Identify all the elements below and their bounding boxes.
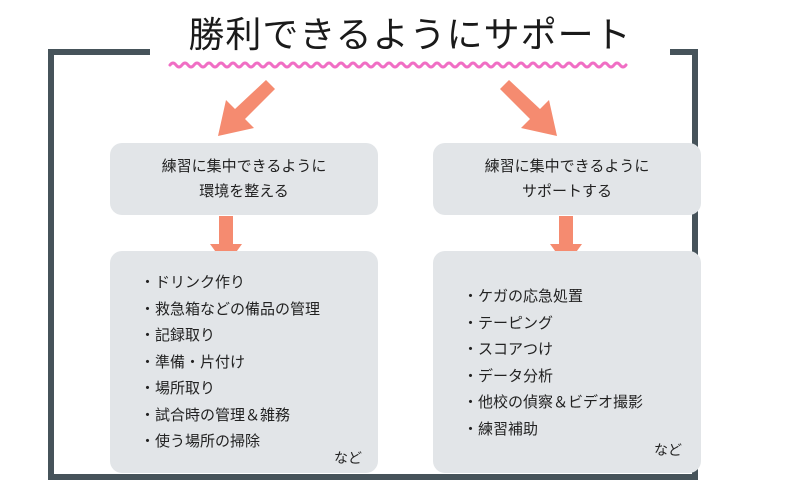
arrow-down-left	[218, 80, 275, 136]
main-title: 勝利できるようにサポート	[188, 15, 632, 56]
bullet: ・	[463, 340, 479, 358]
right-heading-box: 練習に集中できるように サポートする	[433, 143, 701, 215]
list-item: ・試合時の管理＆雑務	[140, 402, 378, 429]
right-list-box: ・ケガの応急処置 ・テーピング ・スコアつけ ・データ分析 ・他校の偵察＆ビデオ…	[433, 251, 701, 473]
list-item: ・ドリンク作り	[140, 269, 378, 296]
list-item: ・他校の偵察＆ビデオ撮影	[463, 389, 701, 416]
list-item: ・使う場所の掃除	[140, 428, 378, 455]
title-background	[150, 8, 670, 88]
bullet: ・	[140, 326, 156, 344]
bullet: ・	[140, 273, 156, 291]
bullet: ・	[463, 287, 479, 305]
right-etc-note: など	[654, 443, 682, 459]
bullet: ・	[140, 299, 156, 318]
right-heading-line1: 練習に集中できるように	[484, 157, 650, 175]
list-item: ・記録取り	[140, 322, 378, 349]
right-heading-line2: サポートする	[521, 182, 612, 200]
left-item-list: ・ドリンク作り ・救急箱などの備品の管理 ・記録取り ・準備・片付け ・場所取り…	[140, 269, 378, 455]
wavy-underline	[168, 61, 628, 69]
list-item: ・練習補助	[463, 416, 701, 443]
bullet: ・	[140, 352, 156, 371]
list-item: ・データ分析	[463, 363, 701, 390]
left-heading-line2: 環境を整える	[199, 182, 289, 200]
bullet: ・	[463, 393, 479, 411]
bullet: ・	[140, 379, 156, 397]
bullet: ・	[463, 313, 479, 332]
right-item-list: ・ケガの応急処置 ・テーピング ・スコアつけ ・データ分析 ・他校の偵察＆ビデオ…	[463, 283, 701, 442]
left-etc-note: など	[334, 451, 362, 467]
bullet: ・	[463, 419, 479, 438]
list-item: ・準備・片付け	[140, 349, 378, 376]
bullet: ・	[463, 366, 479, 385]
list-item: ・救急箱などの備品の管理	[140, 296, 378, 323]
arrow-down-right	[500, 80, 557, 136]
list-item: ・ケガの応急処置	[463, 283, 701, 310]
left-heading-line1: 練習に集中できるように	[161, 157, 327, 175]
bullet: ・	[140, 432, 156, 450]
list-item: ・スコアつけ	[463, 336, 701, 363]
list-item: ・テーピング	[463, 310, 701, 337]
left-list-box: ・ドリンク作り ・救急箱などの備品の管理 ・記録取り ・準備・片付け ・場所取り…	[110, 251, 378, 473]
left-heading-box: 練習に集中できるように 環境を整える	[110, 143, 378, 215]
bullet: ・	[140, 405, 156, 424]
list-item: ・場所取り	[140, 375, 378, 402]
